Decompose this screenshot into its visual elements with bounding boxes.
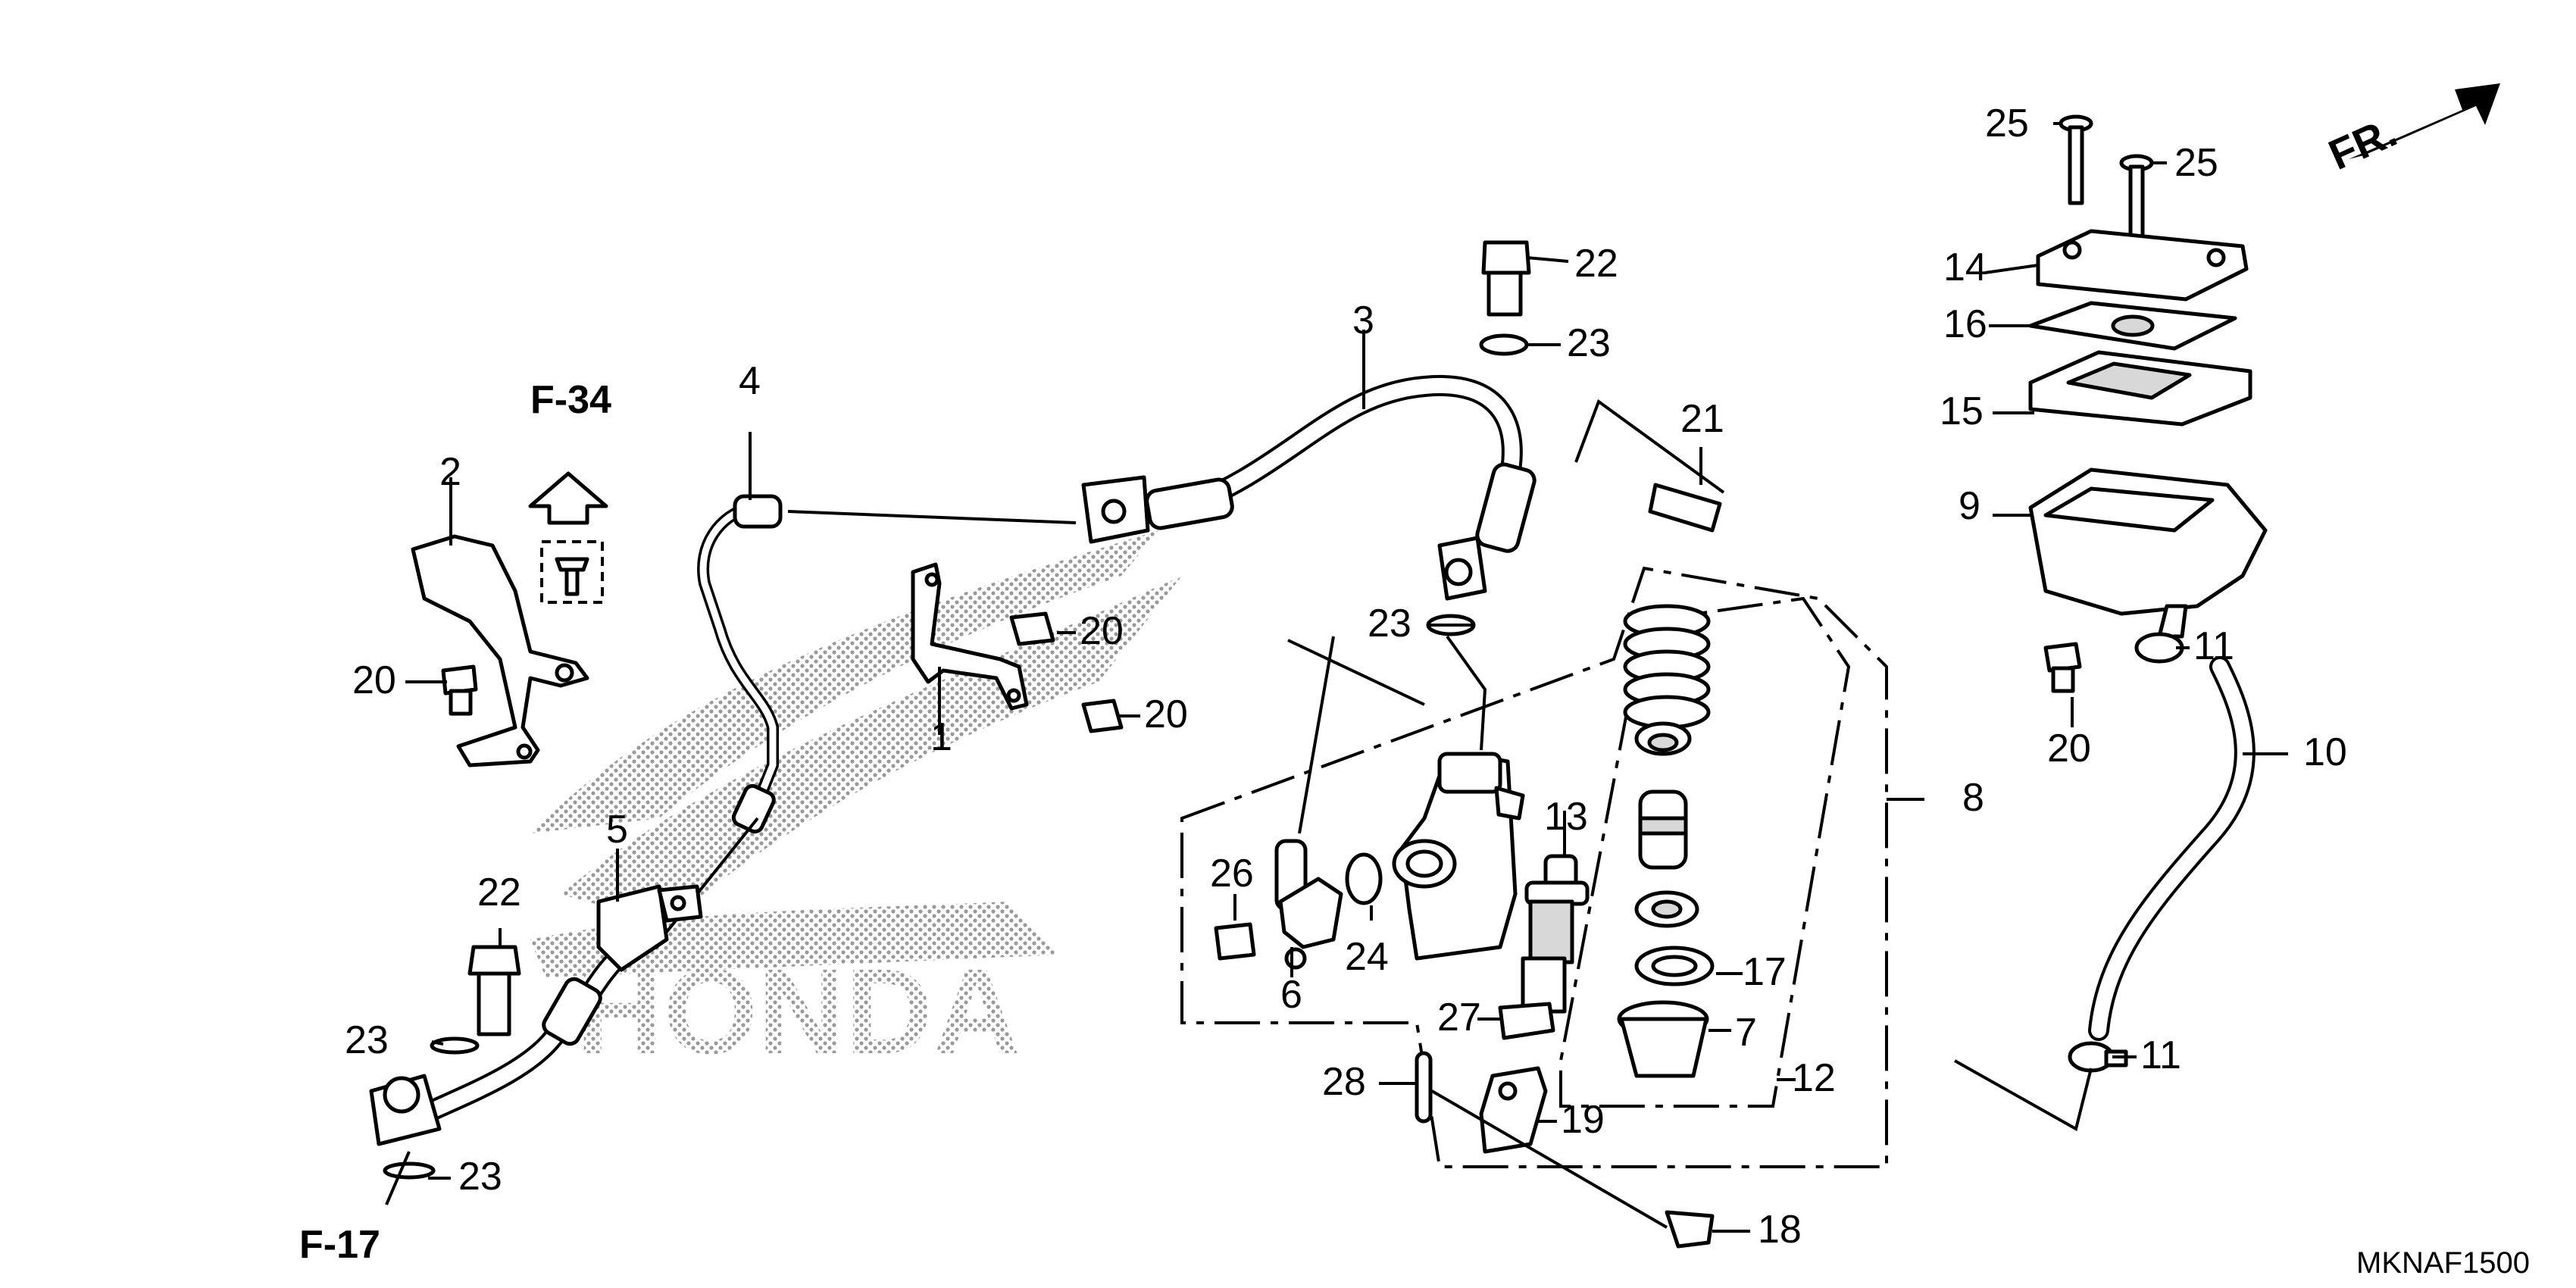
ref-line-bottom — [385, 1151, 411, 1205]
callout-8: 8 — [1962, 776, 1984, 820]
callout-17: 17 — [1743, 950, 1787, 994]
brake-hose-part-3 — [1081, 374, 1537, 601]
lower-hose-assembly — [369, 817, 759, 1146]
callout-27: 27 — [1437, 996, 1481, 1039]
boot-7 — [1617, 1000, 1709, 1078]
honda-wing-watermark: HONDA — [530, 530, 1182, 1079]
callout-20-a: 20 — [352, 658, 396, 702]
secondary-cup — [1634, 890, 1699, 928]
diaphragm-15 — [2028, 350, 2252, 427]
washer-23-lower-b — [383, 1161, 436, 1180]
washer-23-lower-a — [430, 1036, 480, 1055]
callout-23-lower-b: 23 — [458, 1155, 502, 1199]
ref-line-body-a — [1287, 639, 1425, 706]
joint-part-6 — [1274, 839, 1343, 970]
circlip-17 — [1634, 946, 1715, 986]
ref-line-pin — [1430, 1089, 1668, 1229]
yoke-19 — [1479, 1066, 1548, 1154]
callout-labels: 1 2 3 4 5 6 7 8 9 10 11 11 12 13 14 15 1… — [345, 102, 2347, 1252]
callout-21: 21 — [1680, 397, 1724, 441]
screw-25-a — [2059, 114, 2093, 205]
callout-9: 9 — [1959, 484, 1980, 528]
callout-5: 5 — [606, 808, 628, 852]
bracket-part-1 — [911, 562, 1029, 711]
cup — [1634, 721, 1692, 756]
plate-16 — [2028, 301, 2237, 351]
front-direction-label: FR. — [2321, 108, 2403, 179]
callout-24: 24 — [1345, 935, 1389, 979]
callout-20-b: 20 — [1080, 609, 1124, 653]
callout-15: 15 — [1940, 389, 1984, 433]
callout-2: 2 — [439, 450, 461, 494]
callout-6: 6 — [1280, 973, 1302, 1017]
assembly-outline-12 — [1559, 596, 1851, 1108]
leader-lines — [405, 122, 2288, 1233]
reference-bottom: F-17 — [299, 1223, 380, 1267]
clip-18 — [1665, 1210, 1715, 1249]
ref-line-body-c — [1298, 636, 1335, 834]
ref-line-clamp — [1954, 1059, 2093, 1132]
o-ring-24 — [1345, 852, 1383, 905]
callout-18: 18 — [1758, 1208, 1802, 1252]
callout-16: 16 — [1943, 302, 1987, 346]
reservoir-cap-14 — [2036, 229, 2249, 302]
callout-7: 7 — [1735, 1011, 1757, 1055]
clamp-11-upper — [2134, 632, 2184, 664]
callout-3: 3 — [1352, 299, 1374, 342]
callout-23-upper-a: 23 — [1567, 321, 1611, 365]
bolt-22-lower — [467, 945, 521, 1036]
callout-20-d: 20 — [2047, 727, 2091, 771]
honda-watermark-text: HONDA — [576, 943, 1021, 1079]
brake-pipe-part-4 — [697, 494, 1077, 834]
push-rod-part-13 — [1521, 854, 1590, 1014]
ref-line-body-b — [1446, 635, 1487, 751]
nut-27 — [1498, 1002, 1555, 1040]
diagram-code: MKNAF1500 — [2356, 1246, 2530, 1280]
master-cylinder-body — [1392, 752, 1525, 961]
callout-10: 10 — [2303, 730, 2347, 774]
washer-23-upper-a — [1479, 333, 1529, 356]
bolt-20-b — [1009, 611, 1055, 646]
reservoir-9 — [2028, 467, 2268, 639]
callout-19: 19 — [1561, 1098, 1605, 1142]
screw-25-b — [2119, 154, 2154, 245]
bracket-part-2 — [411, 534, 589, 767]
reference-top: F-34 — [530, 378, 611, 422]
piston — [1638, 789, 1688, 870]
reservoir-hose-10 — [2088, 656, 2256, 1041]
callout-4: 4 — [739, 359, 761, 403]
callout-22-lower: 22 — [477, 871, 521, 914]
bolt-26 — [1214, 922, 1256, 961]
callout-13: 13 — [1544, 795, 1588, 839]
bolt-20-d — [2043, 642, 2082, 693]
callout-12: 12 — [1792, 1056, 1836, 1100]
callout-11-upper: 11 — [2193, 624, 2234, 668]
callout-23-lower-a: 23 — [345, 1018, 389, 1062]
callout-25-b: 25 — [2174, 141, 2218, 185]
callout-23-upper-b: 23 — [1368, 602, 1411, 646]
callout-20-c: 20 — [1144, 692, 1188, 736]
callout-26: 26 — [1210, 852, 1254, 896]
callout-11-lower: 11 — [2140, 1033, 2181, 1077]
front-direction-arrow-icon: FR. — [2321, 83, 2500, 179]
bolt-22-upper — [1481, 240, 1531, 317]
reference-arrow-up — [528, 471, 608, 604]
bolt-20-c — [1081, 699, 1124, 733]
spring — [1623, 604, 1711, 730]
bolt-20-a — [441, 664, 478, 716]
callout-25-a: 25 — [1985, 102, 2029, 145]
callout-22-upper: 22 — [1574, 242, 1618, 286]
bolt-21 — [1574, 399, 1725, 533]
callout-28: 28 — [1322, 1060, 1366, 1104]
callout-14: 14 — [1943, 245, 1987, 289]
pin-28 — [1415, 1051, 1433, 1124]
callout-1: 1 — [930, 715, 952, 759]
